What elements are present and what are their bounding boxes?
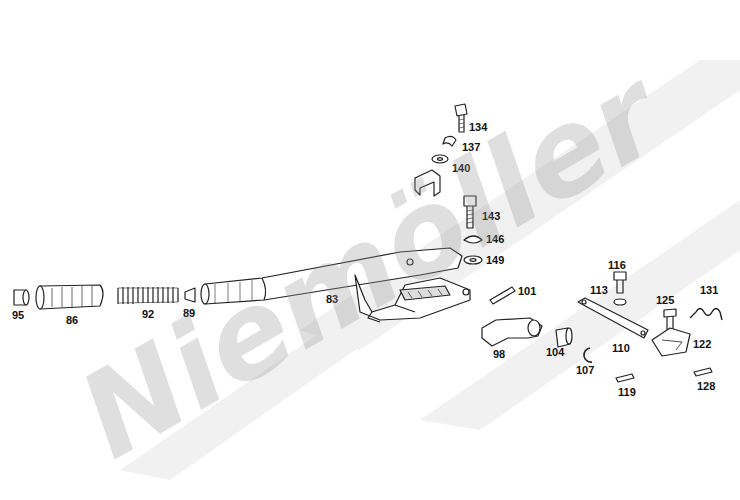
pin — [490, 287, 515, 304]
callout-number: 113 — [590, 284, 608, 296]
callout-number: 128 — [697, 380, 715, 392]
handle-grip — [40, 285, 103, 309]
washer — [464, 256, 482, 264]
circlip — [584, 348, 592, 362]
handbrake-lever — [201, 248, 470, 322]
watermark: Niemöller — [62, 53, 677, 476]
bolt — [455, 104, 467, 132]
callout-number: 92 — [142, 308, 154, 320]
bolt — [464, 196, 476, 228]
release-pawl — [652, 328, 690, 356]
callout-number: 125 — [656, 294, 674, 306]
spring — [696, 309, 722, 321]
background-stripes — [120, 60, 740, 480]
callout-number: 116 — [608, 259, 626, 271]
callout-number: 101 — [518, 285, 536, 297]
callout-number: 119 — [618, 386, 636, 398]
bolt — [664, 309, 676, 317]
callout-number: 86 — [66, 314, 78, 326]
clip — [694, 368, 712, 376]
cone-bushing — [185, 288, 195, 302]
callout-number: 83 — [326, 293, 338, 305]
callout-number: 98 — [493, 348, 505, 360]
clip — [616, 374, 634, 382]
spring — [118, 287, 178, 304]
lock-washer — [443, 136, 456, 146]
callout-number: 107 — [576, 364, 594, 376]
callout-number: 122 — [693, 338, 711, 350]
pin — [614, 272, 626, 280]
callout-number: 110 — [612, 342, 630, 354]
callout-number: 134 — [469, 121, 487, 133]
mounting-bracket — [415, 170, 440, 196]
callout-number: 137 — [462, 141, 480, 153]
washer — [614, 299, 626, 305]
ratchet-plate — [578, 298, 648, 338]
washer — [432, 155, 448, 163]
callout-number: 104 — [546, 346, 564, 358]
pawl-bracket — [482, 318, 542, 346]
callout-number: 140 — [452, 162, 470, 174]
callout-number: 146 — [486, 233, 504, 245]
lock-washer — [464, 236, 482, 243]
callout-number: 131 — [700, 284, 718, 296]
callout-number: 149 — [486, 254, 504, 266]
callout-number: 95 — [12, 309, 24, 321]
callout-number: 89 — [183, 307, 195, 319]
callout-number: 143 — [482, 210, 500, 222]
